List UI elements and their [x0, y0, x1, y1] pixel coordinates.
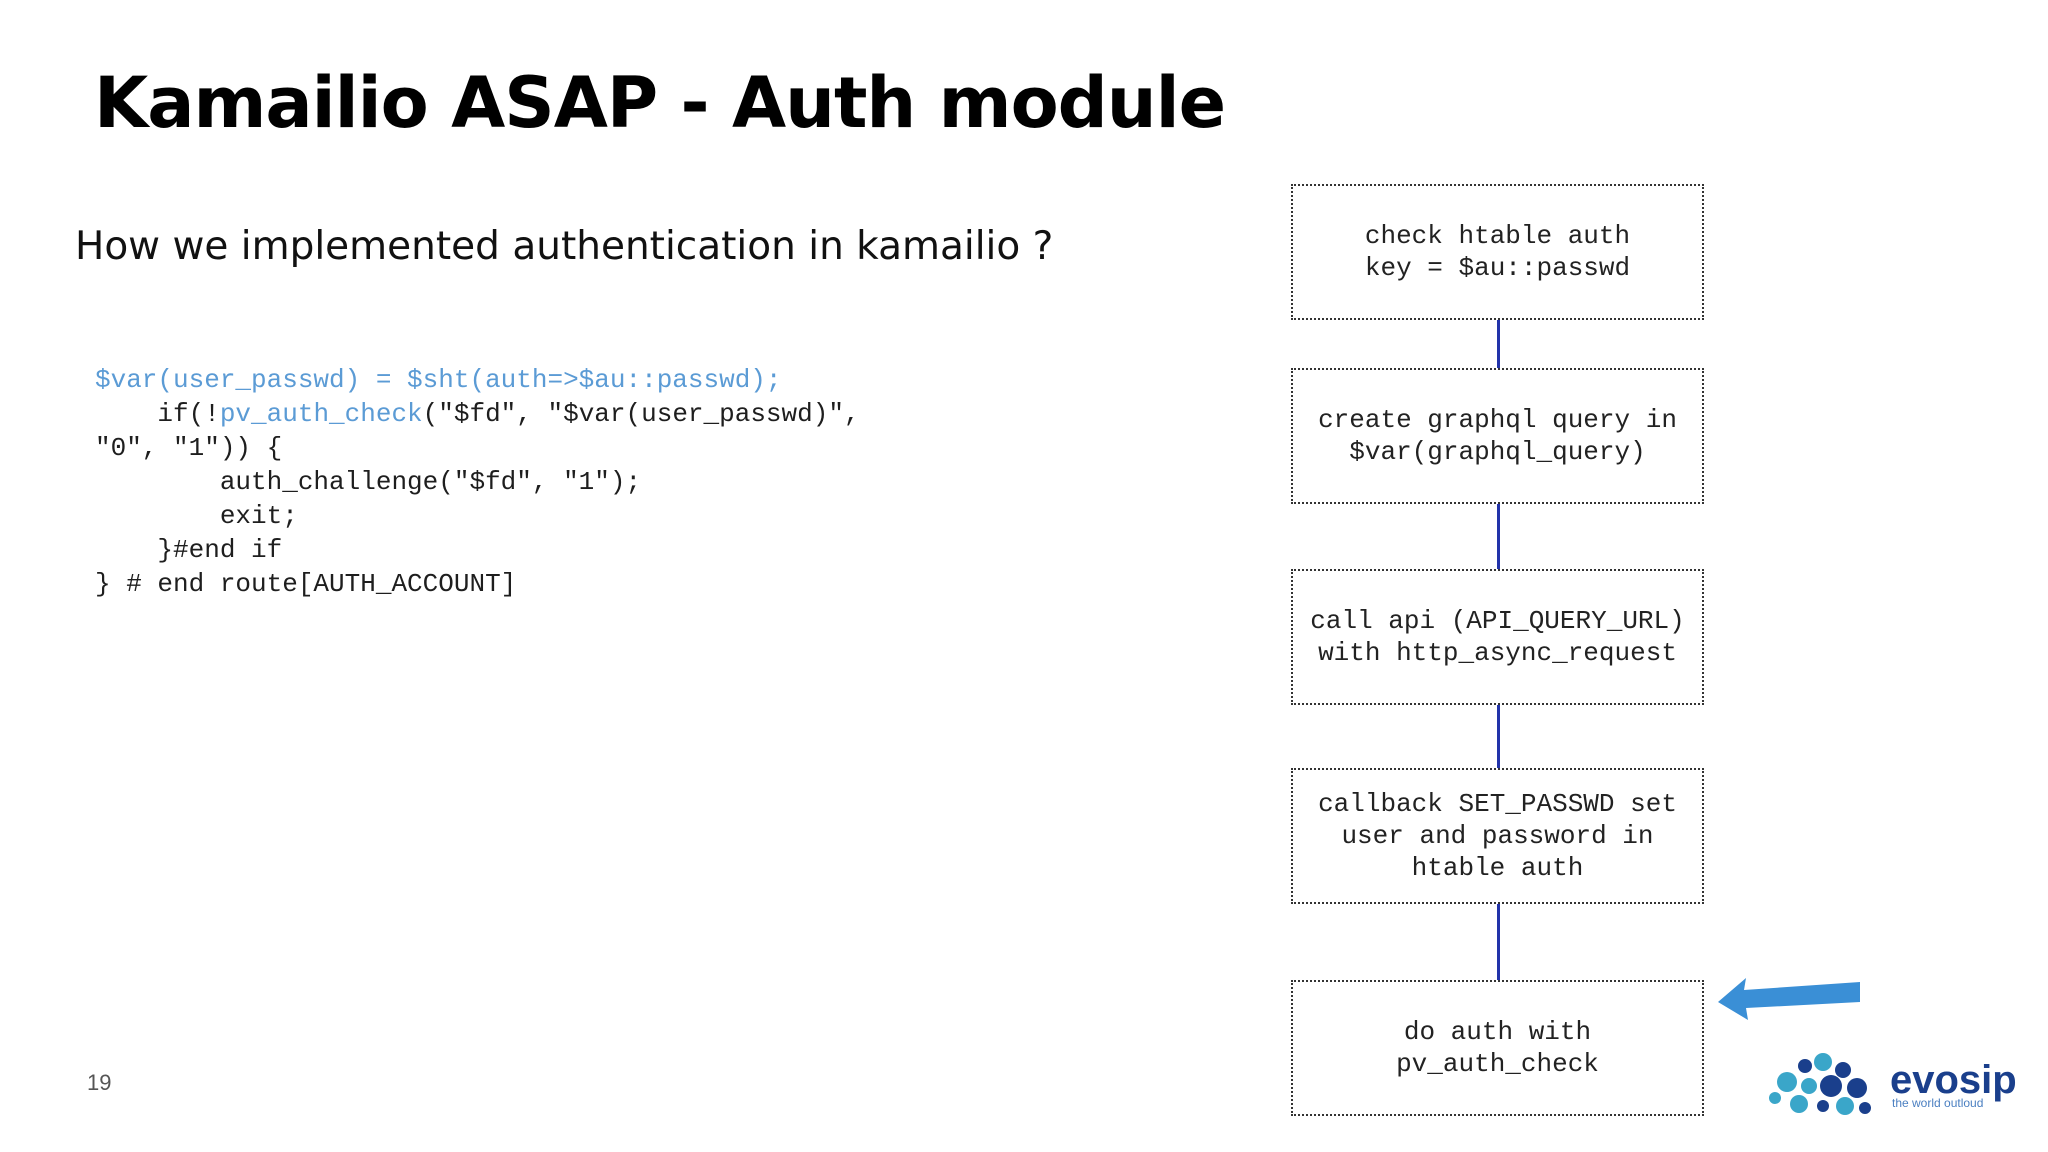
code-function-pv-auth-check: pv_auth_check: [219, 399, 423, 429]
code-line-7: } # end route[AUTH_ACCOUNT]: [95, 569, 517, 599]
flow-connector-1: [1497, 320, 1500, 368]
evosip-logo-icon: [1769, 1053, 1871, 1115]
flow-connector-3: [1497, 705, 1500, 768]
code-line-2-prefix: if(!: [95, 399, 220, 429]
page-number: 19: [87, 1070, 112, 1095]
code-line-4: auth_challenge("$fd", "1");: [95, 467, 642, 497]
flow-connector-4: [1497, 904, 1500, 980]
flow-connector-2: [1497, 504, 1500, 569]
code-line-3: "0", "1")) {: [95, 433, 283, 463]
flow-step-2: create graphql query in $var(graphql_que…: [1291, 368, 1704, 504]
logo-wordmark: evosip: [1890, 1058, 2017, 1102]
code-block: $var(user_passwd) = $sht(auth=>$au::pass…: [95, 363, 860, 601]
code-line-2-suffix: ("$fd", "$var(user_passwd)",: [422, 399, 860, 429]
flow-step-1: check htable auth key = $au::passwd: [1291, 184, 1704, 320]
slide-title: Kamailio ASAP - Auth module: [94, 62, 1226, 144]
flow-step-3: call api (API_QUERY_URL) with http_async…: [1291, 569, 1704, 705]
code-line-6: }#end if: [95, 535, 283, 565]
flow-step-4: callback SET_PASSWD set user and passwor…: [1291, 768, 1704, 904]
code-line-2: if(!pv_auth_check("$fd", "$var(user_pass…: [95, 399, 860, 429]
flow-step-5: do auth with pv_auth_check: [1291, 980, 1704, 1116]
pointer-arrow-icon: [1718, 978, 1860, 1020]
logo-tagline: the world outloud: [1892, 1096, 1984, 1110]
code-line-1: $var(user_passwd) = $sht(auth=>$au::pass…: [95, 365, 782, 395]
slide-subtitle: How we implemented authentication in kam…: [75, 224, 1054, 269]
code-line-5: exit;: [95, 501, 298, 531]
